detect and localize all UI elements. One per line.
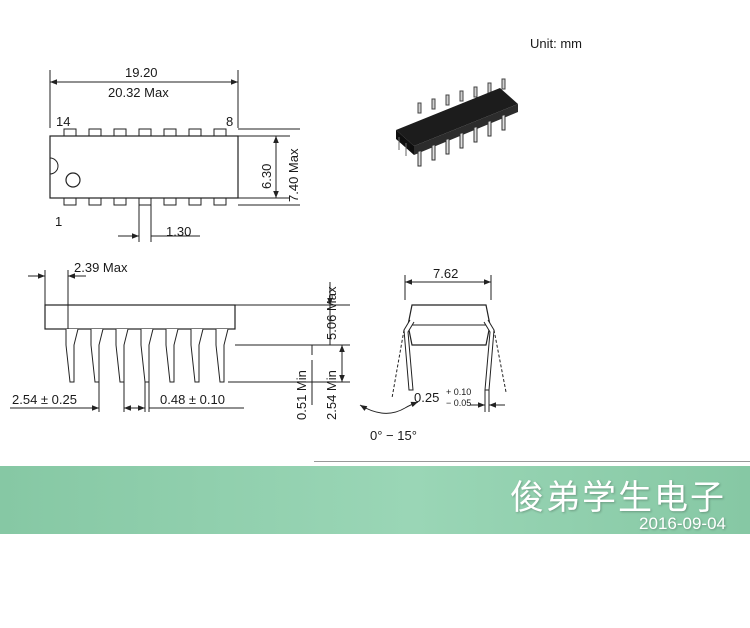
unit-label: Unit: mm bbox=[530, 36, 582, 51]
pin-width-label: 1.30 bbox=[166, 224, 191, 239]
lead-width-label: 0.48 ± 0.10 bbox=[160, 392, 225, 407]
lead-thickness-label: 0.25 bbox=[414, 390, 439, 405]
chip-3d-image bbox=[396, 78, 518, 167]
length-max: 20.32 Max bbox=[108, 85, 169, 100]
lead-length-label: 2.54 Min bbox=[324, 370, 339, 420]
side-body bbox=[44, 304, 236, 330]
width-nominal: 6.30 bbox=[259, 164, 274, 189]
banner-date: 2016-09-04 bbox=[639, 514, 726, 533]
standoff-label: 0.51 Min bbox=[294, 370, 309, 420]
side-view bbox=[10, 270, 350, 412]
lead-thickness-tol-minus: − 0.05 bbox=[446, 398, 471, 408]
top-view bbox=[49, 70, 300, 242]
pin-1-label: 1 bbox=[55, 214, 62, 229]
divider-strip bbox=[314, 461, 750, 468]
watermark-banner: 俊弟学生电子 2016-09-04 bbox=[0, 466, 750, 534]
top-body bbox=[49, 135, 239, 199]
row-spacing-label: 7.62 bbox=[433, 266, 458, 281]
width-max: 7.40 Max bbox=[286, 148, 301, 202]
lead-thickness-tol-plus: + 0.10 bbox=[446, 387, 471, 397]
body-height-label: 5.06 Max bbox=[324, 286, 339, 340]
length-nominal: 19.20 bbox=[125, 65, 158, 80]
banner-title: 俊弟学生电子 bbox=[510, 478, 726, 518]
pin1-marker bbox=[65, 172, 81, 188]
angle-label: 0° − 15° bbox=[370, 428, 417, 443]
end-offset-label: 2.39 Max bbox=[74, 260, 128, 275]
end-view bbox=[359, 275, 507, 414]
top-notch bbox=[49, 157, 59, 175]
pin-8-label: 8 bbox=[226, 114, 233, 129]
pitch-label: 2.54 ± 0.25 bbox=[12, 392, 77, 407]
pin-14-label: 14 bbox=[56, 114, 70, 129]
